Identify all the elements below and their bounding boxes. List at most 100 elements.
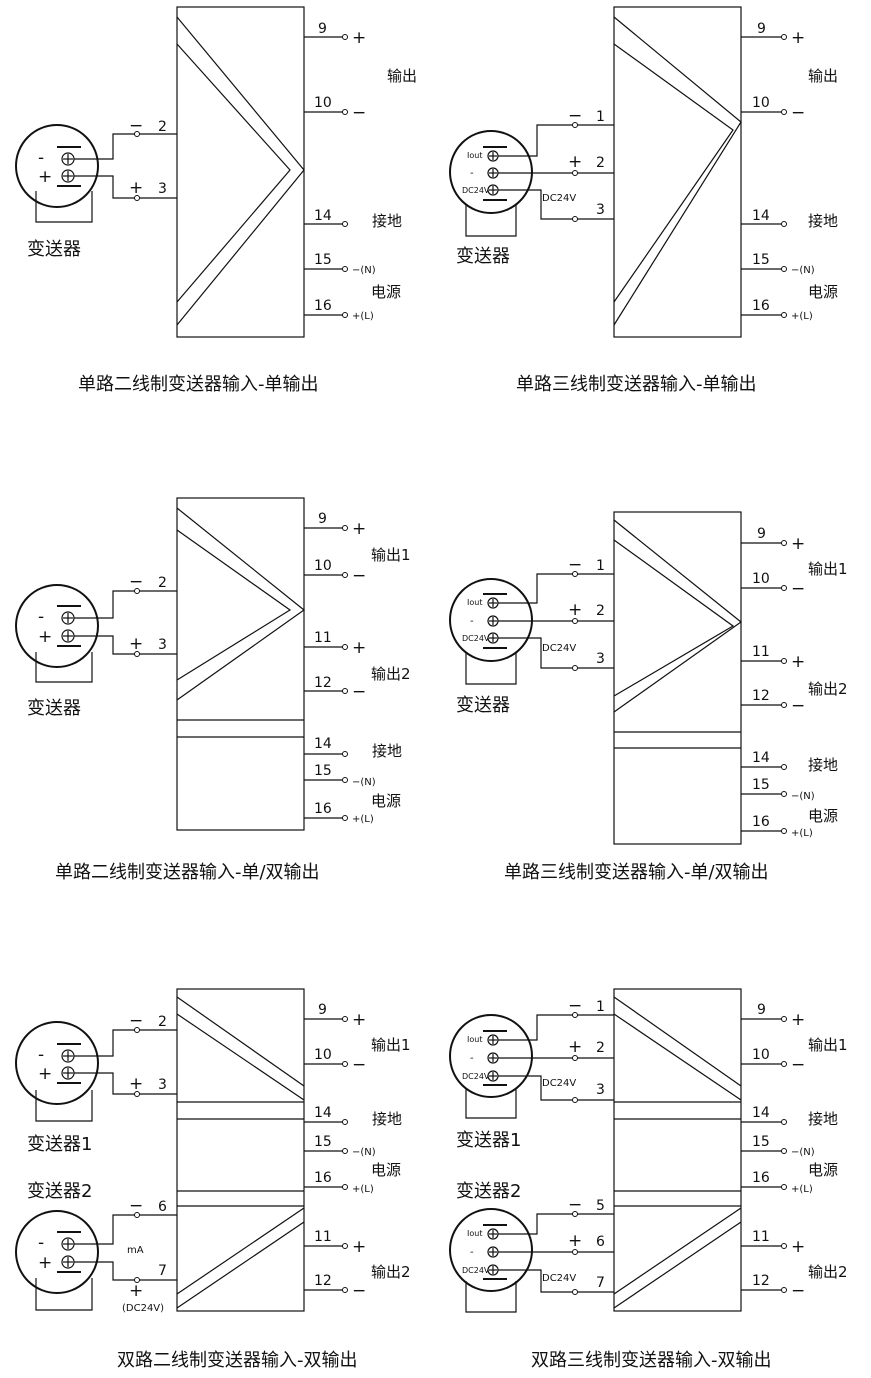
terminal-number: 15	[752, 252, 770, 268]
sensor-ring	[449, 1014, 533, 1098]
sensor-ring	[15, 584, 99, 668]
terminal-number: 3	[158, 637, 167, 653]
terminal-sign: +	[129, 178, 143, 198]
label-power: 电源	[371, 792, 401, 810]
terminal-number: 10	[752, 1047, 770, 1063]
terminal-number: 2	[158, 1014, 167, 1030]
terminal-sign: +	[352, 1010, 366, 1030]
terminal-sign: +(L)	[352, 311, 374, 322]
terminal-number: 15	[314, 1134, 332, 1150]
terminal-sign: −	[352, 566, 366, 586]
terminal-number: 9	[757, 526, 766, 542]
pin-label: DC24V	[462, 1072, 490, 1081]
terminal-number: 9	[318, 21, 327, 37]
terminal-sign: +	[791, 652, 805, 672]
terminal-sign: +	[352, 519, 366, 539]
terminal-number: 12	[314, 1273, 332, 1289]
terminal-sign: +	[568, 600, 582, 620]
terminal-sign: −	[791, 1055, 805, 1075]
sensor-ring	[15, 1021, 99, 1105]
terminal-sign: −	[129, 572, 143, 592]
panel-5: - + 变送器1 − + 2 3 变送器2 - + − mA + (DC24V)…	[15, 988, 411, 1371]
label-ground: 接地	[808, 756, 838, 774]
terminal-sign: +(L)	[791, 1184, 813, 1195]
terminal-sign: −(N)	[791, 265, 815, 276]
terminal-sign: +	[791, 1237, 805, 1257]
sensor-sign-minus: -	[38, 607, 44, 627]
sensor-1: Iout - DC24V 变送器1	[449, 1014, 533, 1151]
terminal-sign: −	[568, 1195, 582, 1215]
terminal-number: 14	[752, 750, 770, 766]
terminal-number: 16	[752, 1170, 770, 1186]
terminal-number: 12	[752, 1273, 770, 1289]
panel-1: - + 变送器 − + 2 3 9 + 10 − 14 15 −(N) 16 +…	[15, 6, 417, 395]
sensor-label: 变送器1	[27, 1134, 92, 1155]
label-ground: 接地	[372, 1110, 402, 1128]
terminal-number: 9	[757, 21, 766, 37]
terminal-number: 14	[314, 736, 332, 752]
panel-6: Iout - DC24V 变送器1 − + DC24V 1 2 3 变送器2 I…	[449, 988, 848, 1371]
label-output-2: 输出2	[371, 665, 411, 683]
terminal-sign: +	[352, 638, 366, 658]
terminal-sign: +	[791, 534, 805, 554]
sensor-label: 变送器	[456, 695, 510, 716]
terminal-sign: −(N)	[791, 1147, 815, 1158]
sensor-ring	[449, 130, 533, 214]
sensor-ring	[449, 578, 533, 662]
module-triangle	[176, 507, 305, 701]
module-diagonal	[613, 1207, 742, 1295]
sensor-sign-minus: -	[38, 148, 44, 168]
supply-label: DC24V	[542, 193, 576, 204]
pin-label: Iout	[467, 1035, 482, 1044]
terminal-sign: +(L)	[352, 814, 374, 825]
pin-label: Iout	[467, 151, 482, 160]
terminal-number: 14	[314, 208, 332, 224]
pin-label: -	[470, 1053, 474, 1064]
terminal-number: 14	[752, 1105, 770, 1121]
pin-label: Iout	[467, 598, 482, 607]
module-body	[176, 988, 305, 1312]
module-triangle	[176, 16, 305, 326]
terminal-number: 16	[314, 1170, 332, 1186]
terminal-sign: −	[791, 1281, 805, 1301]
output-terminals: 9 + 10 − 14 15 −(N) 16 +(L)	[304, 21, 376, 322]
terminal-number: 1	[596, 109, 605, 125]
sensor: - + 变送器	[15, 124, 99, 260]
terminal-number: 5	[596, 1198, 605, 1214]
terminal-number: 12	[752, 688, 770, 704]
terminal-sign: −	[352, 103, 366, 123]
module-triangle-inner	[176, 529, 292, 681]
terminal-number: 15	[752, 777, 770, 793]
terminal-number: 1	[596, 558, 605, 574]
label-output: 输出	[387, 67, 417, 85]
label-output-2: 输出2	[808, 1263, 848, 1281]
module-body	[613, 6, 742, 338]
terminal-number: 12	[314, 675, 332, 691]
terminal-number: 6	[596, 1234, 605, 1250]
label-power: 电源	[808, 283, 838, 301]
sensor-label: 变送器1	[456, 1130, 521, 1151]
terminal-number: 6	[158, 1199, 167, 1215]
sensor-2: 变送器2 Iout - DC24V	[449, 1181, 533, 1313]
module-diagonal	[176, 996, 305, 1087]
label-output-1: 输出1	[808, 1036, 848, 1054]
sensor-ring	[15, 1210, 99, 1294]
terminal-sign: +(L)	[352, 1184, 374, 1195]
terminal-number: 2	[158, 575, 167, 591]
terminal-number: 2	[596, 1040, 605, 1056]
terminal-number: 11	[752, 644, 770, 660]
terminal-sign: +	[568, 1231, 582, 1251]
supply-label: DC24V	[542, 1273, 576, 1284]
terminal-number: 11	[314, 630, 332, 646]
terminal-sign: +	[791, 1010, 805, 1030]
terminal-number: 2	[596, 155, 605, 171]
label-output-2: 输出2	[808, 680, 848, 698]
sensor-label: 变送器2	[456, 1181, 521, 1202]
label-power: 电源	[808, 807, 838, 825]
module-body	[613, 511, 742, 845]
panel-2: Iout - DC24V 变送器 − + DC24V 1 2 3 9 + 10 …	[449, 6, 838, 395]
terminal-number: 2	[158, 119, 167, 135]
terminal-sign: +	[568, 1037, 582, 1057]
terminal-number: 15	[314, 252, 332, 268]
label-output-2: 输出2	[371, 1263, 411, 1281]
